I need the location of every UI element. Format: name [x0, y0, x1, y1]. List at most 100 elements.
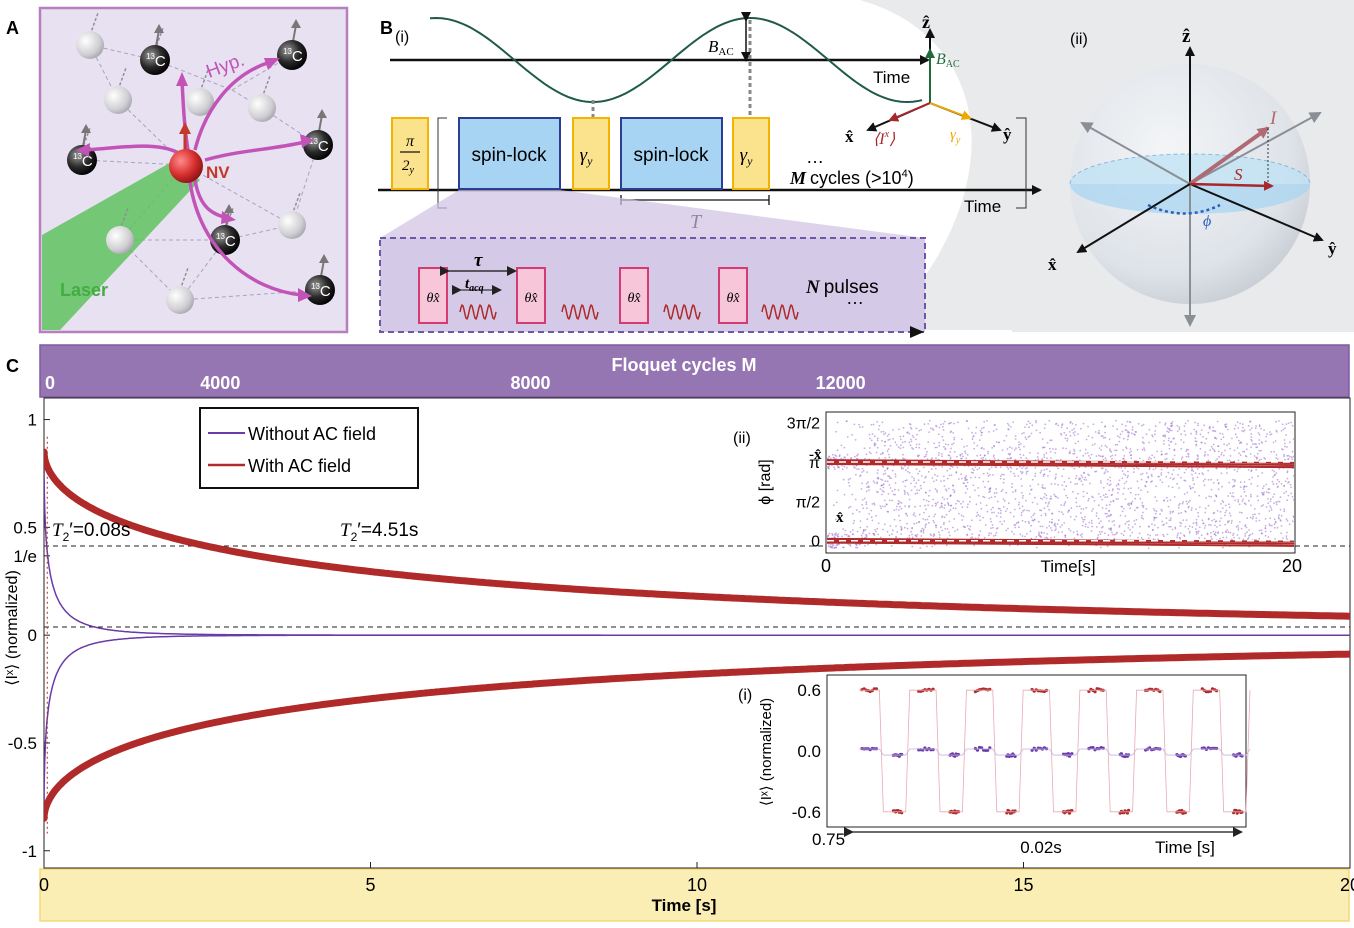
phase-point — [847, 506, 850, 509]
legend — [199, 407, 419, 489]
phase-point — [1145, 507, 1148, 510]
phase-point — [944, 527, 947, 530]
phase-point — [1224, 523, 1227, 526]
phase-point — [1270, 498, 1272, 501]
x-tick-label: 0 — [39, 875, 49, 895]
phase-point — [944, 504, 946, 507]
n-pulses-dots: … — [846, 288, 864, 308]
phase-point — [1006, 466, 1009, 468]
phase-point — [1095, 455, 1098, 457]
phase-point — [1170, 525, 1172, 528]
phase-point — [1028, 509, 1030, 512]
phase-point — [1212, 530, 1215, 533]
phase-point — [928, 521, 930, 524]
phase-point — [960, 457, 962, 460]
phase-point — [1073, 452, 1076, 455]
phase-point — [1195, 533, 1198, 535]
phase-point — [904, 485, 907, 488]
phase-point — [1109, 501, 1112, 503]
phase-point — [847, 481, 850, 484]
phase-point — [927, 441, 930, 443]
phase-point — [1104, 436, 1107, 439]
phase-point — [973, 442, 976, 444]
phase-point — [1192, 470, 1195, 472]
floquet-tick-label: 8000 — [510, 373, 550, 393]
phase-point — [1236, 534, 1239, 536]
pi-den: 2y — [402, 158, 415, 176]
phase-point — [1277, 500, 1279, 503]
phase-point — [986, 419, 988, 422]
phase-point — [1041, 486, 1044, 489]
phase-point — [864, 529, 867, 531]
phase-point — [1134, 433, 1136, 436]
phase-point — [1018, 443, 1020, 446]
phase-point — [976, 454, 979, 457]
phase-point — [1183, 493, 1186, 495]
phase-point — [865, 503, 868, 506]
phase-point — [1226, 529, 1229, 531]
phase-point — [1183, 479, 1186, 482]
phase-point — [1220, 453, 1223, 456]
phase-point — [900, 502, 903, 504]
phase-point — [1213, 450, 1216, 453]
phase-point — [1249, 453, 1252, 455]
phase-point — [1183, 425, 1186, 427]
phase-point — [884, 469, 886, 472]
detail-arrow-head — [910, 326, 924, 338]
phase-point — [1080, 474, 1083, 477]
phase-point — [1076, 456, 1078, 459]
phase-point — [941, 435, 944, 438]
phase-point — [952, 488, 955, 491]
phase-point — [1167, 431, 1170, 433]
phase-point — [1008, 457, 1011, 460]
phase-point — [1198, 537, 1201, 539]
phase-point — [1130, 487, 1132, 490]
phase-point — [1079, 449, 1082, 452]
phase-point — [953, 490, 956, 492]
phase-point — [1077, 440, 1080, 443]
phase-point — [1209, 449, 1212, 452]
pulse-train: θx̂θx̂θx̂θx̂ — [418, 267, 799, 324]
phase-point — [1182, 501, 1185, 503]
phase-point — [904, 491, 906, 494]
phase-point — [1090, 519, 1093, 522]
phase-point — [1220, 517, 1222, 520]
phase-point — [1239, 481, 1242, 484]
phase-point — [1003, 439, 1006, 442]
phase-point — [1276, 458, 1279, 460]
phase-point — [1054, 525, 1057, 528]
panel-label-c: C — [6, 356, 19, 376]
phase-point — [1268, 488, 1271, 490]
phase-point — [1051, 512, 1053, 515]
phase-point — [1200, 429, 1203, 431]
phase-point — [1007, 468, 1010, 470]
phase-point — [920, 429, 922, 431]
series-with-ac — [44, 448, 1350, 620]
phase-point — [1029, 530, 1032, 533]
phase-point — [1189, 530, 1191, 533]
phase-point — [1021, 432, 1023, 435]
phase-point — [1278, 500, 1281, 503]
phase-point — [1027, 470, 1029, 473]
phase-point — [1087, 425, 1089, 428]
phase-point — [1133, 467, 1135, 470]
phase-point — [1222, 546, 1224, 549]
phase-point — [1286, 470, 1289, 472]
phase-point — [1202, 522, 1205, 525]
phase-point — [906, 431, 908, 434]
phase-point — [1214, 436, 1217, 439]
phase-point — [1208, 495, 1211, 498]
grey-spin — [106, 207, 134, 254]
phase-point — [937, 433, 940, 436]
phase-point — [1219, 537, 1221, 540]
phase-point — [1081, 536, 1083, 538]
phase-point — [1212, 512, 1215, 515]
phase-point — [1126, 521, 1128, 523]
theta-x-pulse: θx̂ — [418, 267, 448, 324]
phase-point — [1148, 525, 1150, 528]
phase-point — [1129, 491, 1132, 494]
phase-point — [988, 431, 990, 433]
phase-point — [904, 440, 906, 443]
phase-point — [1102, 525, 1104, 528]
